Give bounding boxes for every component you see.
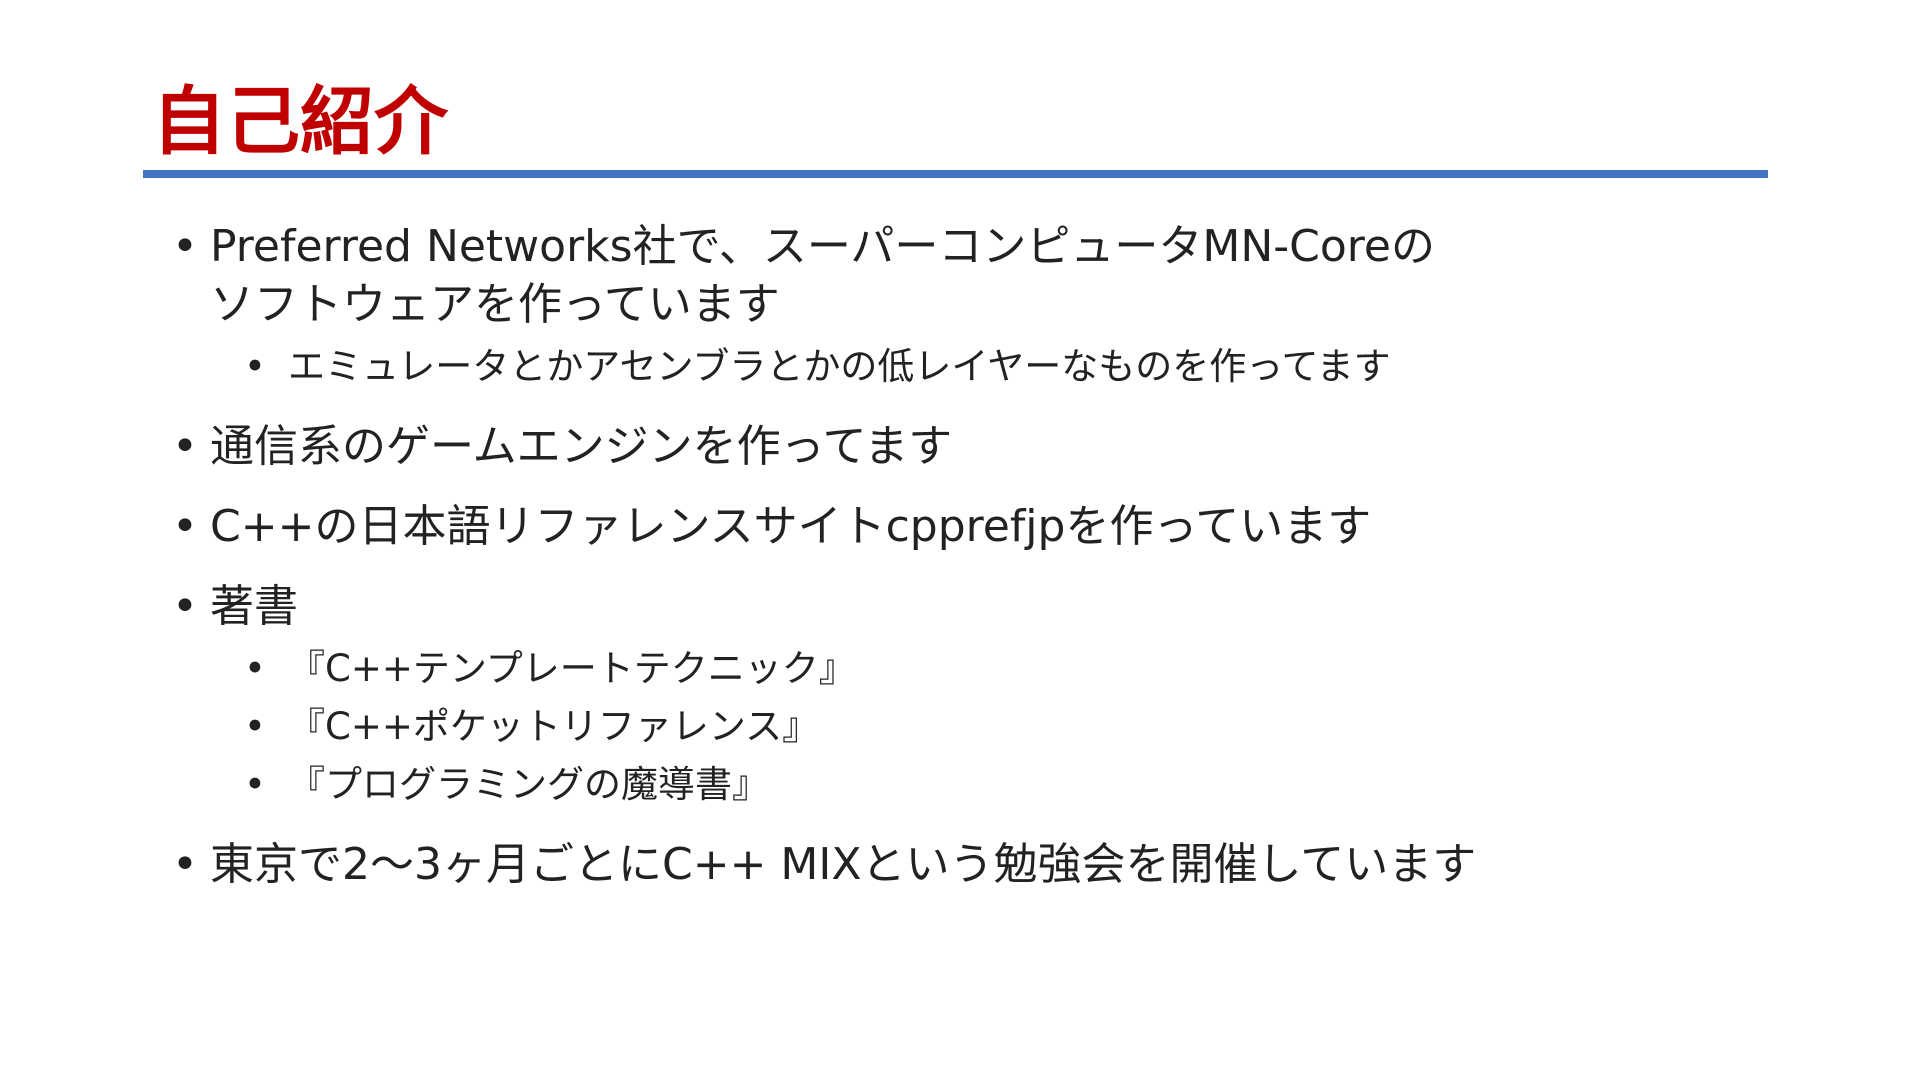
bullet-item: 著書 『C++テンプレートテクニック』 『C++ポケットリファレンス』 『プログ… bbox=[172, 578, 1792, 814]
sub-bullet-list: エミュレータとかアセンブラとかの低レイヤーなものを作ってます bbox=[210, 338, 1792, 396]
bullet-item: 東京で2〜3ヶ月ごとにC++ MIXという勉強会を開催しています bbox=[172, 836, 1792, 894]
bullet-list: Preferred Networks社で、スーパーコンピュータMN-Coreの … bbox=[172, 218, 1792, 916]
bullet-text: 著書 bbox=[210, 581, 298, 632]
title-divider bbox=[143, 170, 1768, 178]
bullet-text: 東京で2〜3ヶ月ごとにC++ MIXという勉強会を開催しています bbox=[210, 839, 1477, 890]
sub-bullet-item: エミュレータとかアセンブラとかの低レイヤーなものを作ってます bbox=[244, 338, 1792, 396]
slide-title: 自己紹介 bbox=[152, 79, 448, 165]
bullet-item: C++の日本語リファレンスサイトcpprefjpを作っています bbox=[172, 498, 1792, 556]
sub-bullet-item: 『プログラミングの魔導書』 bbox=[244, 756, 1792, 814]
bullet-item: 通信系のゲームエンジンを作ってます bbox=[172, 418, 1792, 476]
bullet-text: 通信系のゲームエンジンを作ってます bbox=[210, 421, 953, 472]
bullet-text: C++の日本語リファレンスサイトcpprefjpを作っています bbox=[210, 501, 1372, 552]
sub-bullet-item: 『C++ポケットリファレンス』 bbox=[244, 698, 1792, 756]
sub-bullet-item: 『C++テンプレートテクニック』 bbox=[244, 640, 1792, 698]
bullet-text: ソフトウェアを作っています bbox=[210, 279, 780, 330]
sub-bullet-list: 『C++テンプレートテクニック』 『C++ポケットリファレンス』 『プログラミン… bbox=[210, 640, 1792, 814]
bullet-item: Preferred Networks社で、スーパーコンピュータMN-Coreの … bbox=[172, 218, 1792, 396]
bullet-text: Preferred Networks社で、スーパーコンピュータMN-Coreの bbox=[210, 221, 1435, 272]
